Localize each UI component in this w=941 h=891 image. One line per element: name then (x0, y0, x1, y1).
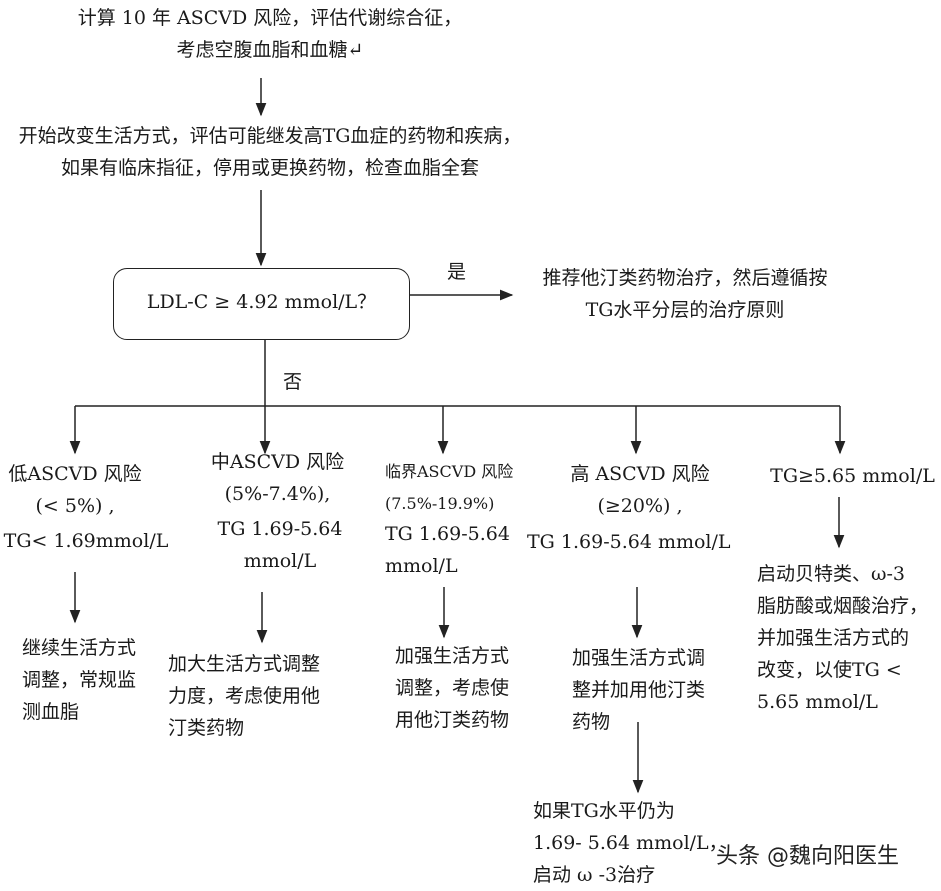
branch-3-action-line2: 调整，考虑使 (395, 677, 510, 699)
branch-1-risk-line2: (< 5%) , (35, 495, 115, 517)
branch-4-risk-line2: (≥20%) , (597, 495, 683, 517)
branch-3-risk-line2: (7.5%-19.9%) (385, 494, 495, 513)
branch-4-tg: TG 1.69-5.64 mmol/L (527, 526, 731, 558)
branch-4-action: 加强生活方式调 整并加用他汀类 药物 (572, 642, 732, 738)
step2-line2: 如果有临床指征，停用或更换药物，检查血脂全套 (60, 157, 479, 179)
branch-2-action-line3: 汀类药物 (168, 717, 245, 739)
watermark: 头条 @魏向阳医生 (716, 844, 899, 869)
branch-3-tg-line2: mmol/L (385, 555, 458, 577)
branch-3-action: 加强生活方式 调整，考虑使 用他汀类药物 (395, 640, 545, 736)
branch-1-tg-line1: TG< 1.69mmol/L (3, 530, 169, 552)
branch-4-risk-line1: 高 ASCVD 风险 (570, 463, 710, 485)
branch-3-action-line3: 用他汀类药物 (395, 709, 510, 731)
branch-4-followup-line3: 启动 ω -3治疗 (533, 864, 656, 886)
no-label: 否 (283, 371, 303, 393)
yes-label: 是 (447, 261, 467, 283)
branch-1-risk: 低ASCVD 风险 (< 5%) , (0, 458, 150, 522)
branch-4-action-line2: 整并加用他汀类 (572, 679, 706, 701)
branch-3-tg-line1: TG 1.69-5.64 (385, 523, 510, 545)
branch-4-followup-line2: 1.69- 5.64 mmol/L， (533, 832, 728, 854)
decision-label: LDL-C ≥ 4.92 mmol/L？ (146, 291, 377, 313)
branch-2-risk-line1: 中ASCVD 风险 (210, 451, 345, 473)
branch-2-action: 加大生活方式调整 力度，考虑使用他 汀类药物 (168, 648, 348, 744)
branch-4-followup: 如果TG水平仍为 1.69- 5.64 mmol/L， 启动 ω -3治疗 (533, 795, 733, 891)
branch-1-action-line3: 测血脂 (22, 701, 80, 723)
branch-2-tg: TG 1.69-5.64 mmol/L (200, 513, 360, 577)
branch-5-risk: TG≥5.65 mmol/L (770, 460, 935, 492)
branch-5-action: 启动贝特类、ω-3 脂肪酸或烟酸治疗， 并加强生活方式的 改变，以使TG < 5… (757, 558, 937, 718)
branch-3-tg: TG 1.69-5.64 mmol/L (385, 518, 540, 582)
branch-4-action-line3: 药物 (572, 711, 611, 733)
branch-4-action-line1: 加强生活方式调 (572, 647, 706, 669)
branch-5-action-line2: 脂肪酸或烟酸治疗， (757, 595, 929, 617)
branch-2-action-line1: 加大生活方式调整 (168, 653, 321, 675)
branch-4-risk: 高 ASCVD 风险 (≥20%) , (565, 458, 715, 522)
branch-5-action-line4: 改变，以使TG < (757, 659, 902, 681)
branch-4-followup-line1: 如果TG水平仍为 (533, 800, 675, 822)
branch-5-action-line1: 启动贝特类、ω-3 (757, 563, 906, 585)
branch-1-action: 继续生活方式 调整，常规监 测血脂 (22, 632, 162, 728)
branch-3-risk: 临界ASCVD 风险 (7.5%-19.9%) (385, 456, 540, 520)
branch-2-risk: 中ASCVD 风险 (5%-7.4%), (195, 446, 360, 510)
branch-1-action-line2: 调整，常规监 (22, 669, 137, 691)
branch-2-tg-line2: mmol/L (243, 550, 317, 572)
step2-text: 开始改变生活方式，评估可能继发高TG血症的药物和疾病， 如果有临床指征，停用或更… (0, 120, 540, 184)
step1-line1: 计算 10 年 ASCVD 风险，评估代谢综合征， (77, 7, 463, 29)
yes-result: 推荐他汀类药物治疗，然后遵循按 TG水平分层的治疗原则 (515, 262, 855, 326)
yes-result-line2: TG水平分层的治疗原则 (585, 299, 785, 321)
branch-3-risk-line1: 临界ASCVD 风险 (385, 462, 514, 481)
yes-result-line1: 推荐他汀类药物治疗，然后遵循按 (542, 267, 828, 289)
branch-1-tg: TG< 1.69mmol/L (0, 525, 172, 557)
branch-4-tg-line1: TG 1.69-5.64 mmol/L (527, 531, 731, 553)
step1-text: 计算 10 年 ASCVD 风险，评估代谢综合征， 考虑空腹血脂和血糖↵ (60, 2, 480, 66)
branch-1-action-line1: 继续生活方式 (22, 637, 137, 659)
step2-line1: 开始改变生活方式，评估可能继发高TG血症的药物和疾病， (18, 125, 522, 147)
branch-2-tg-line1: TG 1.69-5.64 (217, 518, 343, 540)
step1-line2: 考虑空腹血脂和血糖↵ (176, 39, 364, 61)
branch-5-action-line3: 并加强生活方式的 (757, 627, 910, 649)
branch-1-risk-line1: 低ASCVD 风险 (8, 463, 142, 485)
branch-5-action-line5: 5.65 mmol/L (757, 691, 878, 713)
branch-3-action-line1: 加强生活方式 (395, 645, 510, 667)
decision-box (113, 268, 410, 340)
branch-2-action-line2: 力度，考虑使用他 (168, 685, 321, 707)
branch-5-risk-line1: TG≥5.65 mmol/L (770, 465, 935, 487)
branch-2-risk-line2: (5%-7.4%), (224, 483, 331, 505)
